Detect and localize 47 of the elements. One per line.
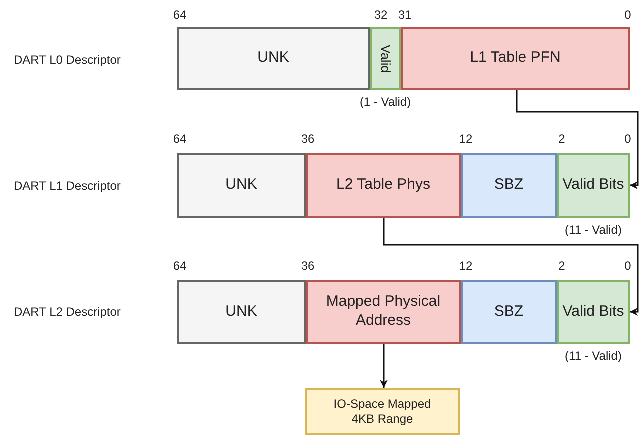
- bit-index: 2: [558, 133, 566, 145]
- row-title: DART L0 Descriptor: [14, 54, 121, 66]
- bit-index: 12: [459, 260, 473, 272]
- field-label: UNK: [226, 302, 258, 322]
- field-label: L2 Table Phys: [336, 176, 430, 195]
- bit-field: [557, 153, 630, 218]
- field-label: Valid Bits: [562, 176, 624, 195]
- bit-index: 64: [173, 9, 187, 21]
- arrow: [516, 90, 639, 190]
- arrow: [383, 218, 639, 316]
- field-label: SBZ: [494, 302, 524, 322]
- field-label: UNK: [226, 176, 258, 195]
- field-note: (11 - Valid): [565, 224, 622, 236]
- bit-field: [177, 27, 370, 90]
- field-note: (11 - Valid): [565, 350, 622, 362]
- range-box: [305, 388, 460, 435]
- bit-index: 36: [301, 133, 315, 145]
- bit-field: [306, 153, 461, 218]
- bit-field: [370, 27, 401, 90]
- field-label: SBZ: [494, 176, 524, 195]
- bit-index: 64: [173, 133, 187, 145]
- bit-index: 0: [624, 260, 632, 272]
- bit-field: [401, 27, 630, 90]
- bit-field: [461, 280, 557, 344]
- row-title: DART L1 Descriptor: [14, 180, 121, 192]
- row-title: DART L2 Descriptor: [14, 306, 121, 318]
- field-label: UNK: [258, 49, 290, 68]
- arrow: [380, 344, 388, 388]
- bit-field: [306, 280, 461, 344]
- bit-field: [461, 153, 557, 218]
- field-label: Valid: [378, 44, 394, 72]
- bit-field: [177, 280, 306, 344]
- bit-index: 12: [459, 133, 473, 145]
- field-label: Valid Bits: [562, 302, 624, 322]
- bit-index: 36: [301, 260, 315, 272]
- bit-index: 2: [558, 260, 566, 272]
- bit-field: [177, 153, 306, 218]
- bit-index: 0: [624, 9, 632, 21]
- field-label: IO-Space Mapped 4KB Range: [332, 396, 432, 426]
- field-label: Mapped Physical Address: [325, 293, 442, 331]
- bit-field: [557, 280, 630, 344]
- field-label: L1 Table PFN: [470, 49, 561, 68]
- bit-index: 0: [624, 133, 632, 145]
- bit-index: 32: [374, 9, 388, 21]
- bit-index: 31: [398, 9, 412, 21]
- field-note: (1 - Valid): [360, 96, 412, 108]
- bit-index: 64: [173, 260, 187, 272]
